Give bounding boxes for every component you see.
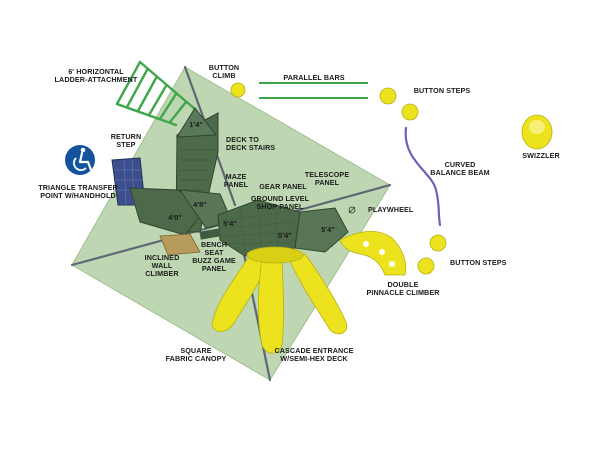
deck-mesh (221, 201, 297, 256)
svg-text:CURVED: CURVED (445, 160, 476, 169)
svg-text:FABRIC CANOPY: FABRIC CANOPY (166, 354, 227, 363)
svg-text:TRIANGLE TRANSFER: TRIANGLE TRANSFER (38, 183, 118, 192)
wheelchair-icon (65, 145, 95, 175)
svg-text:DECK TO: DECK TO (226, 135, 259, 144)
svg-text:W/SEMI-HEX DECK: W/SEMI-HEX DECK (280, 354, 348, 363)
square-canopy-label: SQUARE FABRIC CANOPY (166, 346, 227, 363)
inclined-wall-climber (159, 233, 201, 256)
button-steps-bottom-label: BUTTON STEPS (450, 258, 507, 267)
triangle-transfer-label: TRIANGLE TRANSFER POINT W/HANDHOLD (38, 183, 118, 200)
double-pinnacle-climber (339, 231, 407, 276)
curved-balance-beam-label: CURVED BALANCE BEAM (430, 160, 490, 177)
svg-text:LADDER-ATTACHMENT: LADDER-ATTACHMENT (55, 75, 138, 84)
bench-seat-label: BENCH SEAT BUZZ GAME PANEL (192, 240, 236, 273)
deck-to-deck-label: DECK TO DECK STAIRS (226, 135, 275, 152)
button-step-bottom-1 (429, 234, 447, 252)
swizzler-shape (521, 114, 553, 150)
horizontal-ladder-attachment (115, 60, 198, 127)
svg-text:TELESCOPE: TELESCOPE (305, 170, 350, 179)
curved-balance-beam (404, 126, 442, 227)
svg-text:BUTTON: BUTTON (209, 63, 239, 72)
telescope-panel-label: TELESCOPE PANEL (305, 170, 350, 187)
deck-height-5ft4-c: 5'4" (321, 225, 335, 234)
svg-text:BENCH: BENCH (201, 240, 227, 249)
svg-text:SEAT: SEAT (204, 248, 224, 257)
svg-text:POINT W/HANDHOLD: POINT W/HANDHOLD (40, 191, 115, 200)
deck-height-1ft4: 1'4" (189, 120, 203, 129)
svg-text:CLIMBER: CLIMBER (145, 269, 179, 278)
double-pinnacle-label: DOUBLE PINNACLE CLIMBER (366, 280, 440, 297)
button-step-bottom-2 (417, 257, 435, 275)
button-steps-top-label: BUTTON STEPS (414, 86, 471, 95)
svg-text:SHOP PANEL: SHOP PANEL (256, 202, 304, 211)
svg-text:CLIMB: CLIMB (212, 71, 235, 80)
button-step-top-2 (401, 103, 419, 121)
playwheel-icon (348, 206, 356, 214)
svg-text:CASCADE ENTRANCE: CASCADE ENTRANCE (274, 346, 353, 355)
gear-panel-label: GEAR PANEL (259, 182, 307, 191)
cascade-entrance-slides (211, 246, 348, 354)
deck-height-5ft4-a: 5'4" (223, 219, 237, 228)
playwheel-label: PLAYWHEEL (368, 205, 414, 214)
svg-text:PANEL: PANEL (202, 264, 227, 273)
inclined-wall-label: INCLINED WALL CLIMBER (145, 253, 180, 278)
svg-text:DOUBLE: DOUBLE (388, 280, 419, 289)
ladder-attachment-label: 6' HORIZONTAL LADDER-ATTACHMENT (55, 67, 138, 84)
button-climb-disc (230, 82, 246, 98)
swizzler-label: SWIZZLER (522, 151, 560, 160)
svg-text:BUZZ GAME: BUZZ GAME (192, 256, 236, 265)
bench-seat (199, 228, 221, 240)
svg-text:SQUARE: SQUARE (180, 346, 211, 355)
svg-text:PANEL: PANEL (224, 180, 249, 189)
deck-height-5ft4-b: 5'4" (278, 231, 292, 240)
button-step-top-1 (379, 87, 397, 105)
svg-text:WALL: WALL (152, 261, 173, 270)
svg-text:PINNACLE CLIMBER: PINNACLE CLIMBER (366, 288, 440, 297)
svg-text:STEP: STEP (116, 140, 135, 149)
svg-text:BALANCE BEAM: BALANCE BEAM (430, 168, 490, 177)
return-step-label: RETURN STEP (111, 132, 142, 149)
right-deck-5ft4 (294, 207, 349, 253)
parallel-bars (259, 82, 368, 99)
svg-text:MAZE: MAZE (226, 172, 247, 181)
svg-text:INCLINED: INCLINED (145, 253, 180, 262)
svg-text:GROUND LEVEL: GROUND LEVEL (251, 194, 310, 203)
svg-text:6' HORIZONTAL: 6' HORIZONTAL (68, 67, 124, 76)
parallel-bars-label: PARALLEL BARS (283, 73, 344, 82)
cascade-entrance-label: CASCADE ENTRANCE W/SEMI-HEX DECK (274, 346, 353, 363)
svg-text:PANEL: PANEL (315, 178, 340, 187)
upper-deck-1ft4 (176, 107, 217, 138)
svg-text:DECK STAIRS: DECK STAIRS (226, 143, 275, 152)
deck-height-4ft0: 4'0" (168, 213, 182, 222)
deck-height-4ft8: 4'8" (193, 200, 207, 209)
button-climb-label: BUTTON CLIMB (209, 63, 239, 80)
ground-level-shop-label: GROUND LEVEL SHOP PANEL (251, 194, 310, 211)
maze-panel-label: MAZE PANEL (224, 172, 249, 189)
svg-text:RETURN: RETURN (111, 132, 142, 141)
